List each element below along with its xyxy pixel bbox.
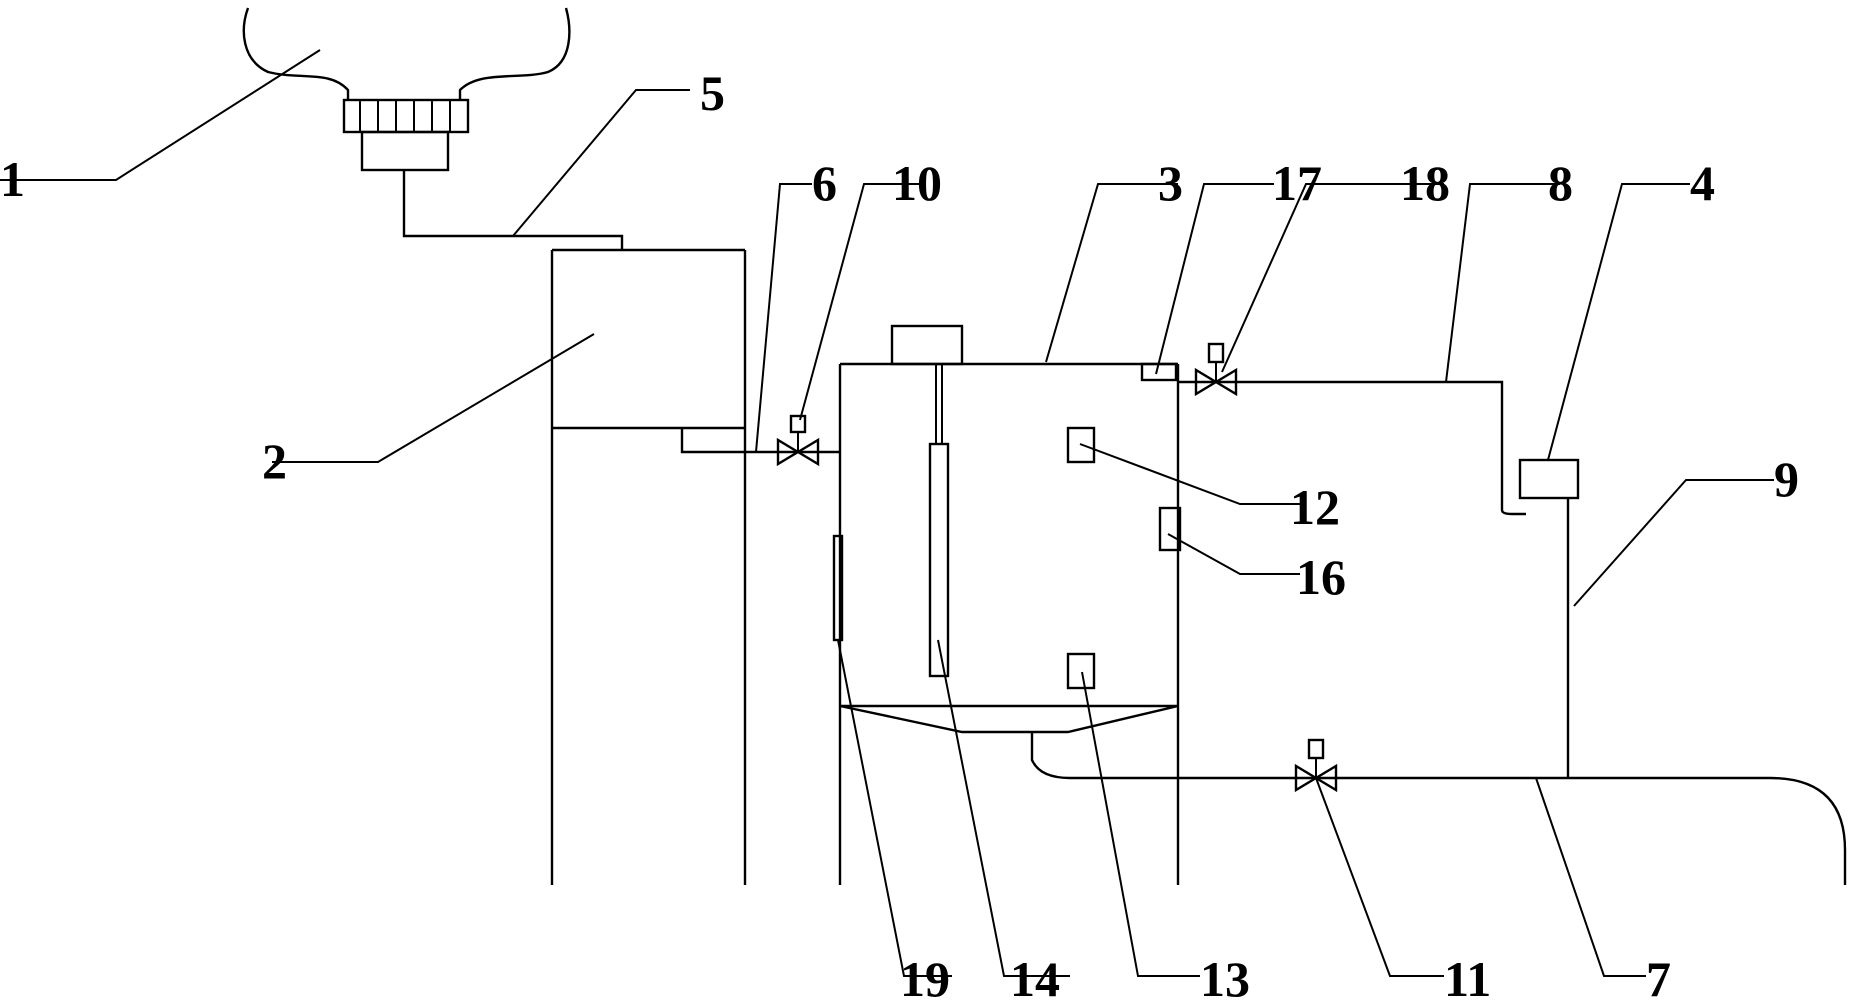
component-2-box: [550, 248, 747, 885]
label-4: 4: [1690, 155, 1715, 211]
component-14-level-rod: [928, 364, 950, 678]
component-16-sensor: [1158, 506, 1182, 552]
label-16: 16: [1296, 549, 1346, 605]
label-1: 1: [0, 151, 25, 207]
component-17-sensor: [1140, 362, 1178, 382]
label-2: 2: [262, 433, 287, 489]
label-17: 17: [1272, 155, 1322, 211]
pipe-5: [402, 170, 624, 250]
component-12-sensor: [1066, 426, 1096, 464]
component-13-sensor: [1066, 652, 1096, 690]
component-4-box: [1518, 458, 1580, 500]
label-18: 18: [1400, 155, 1450, 211]
label-3: 3: [1158, 155, 1183, 211]
label-10: 10: [892, 155, 942, 211]
label-13: 13: [1200, 951, 1250, 1006]
label-9: 9: [1774, 451, 1799, 507]
leader-lines: [0, 49, 1774, 977]
label-7: 7: [1646, 951, 1671, 1006]
component-1-tank: [242, 7, 571, 172]
valve-10: [776, 414, 820, 467]
valve-11: [1294, 738, 1338, 793]
pipe-7: [1130, 776, 1847, 885]
label-14: 14: [1010, 951, 1060, 1006]
label-19: 19: [900, 951, 950, 1006]
label-11: 11: [1444, 951, 1491, 1006]
valve-18: [1194, 342, 1238, 397]
pipe-8: [1178, 380, 1526, 516]
label-6: 6: [812, 155, 837, 211]
label-8: 8: [1548, 155, 1573, 211]
label-12: 12: [1290, 479, 1340, 535]
label-5: 5: [700, 65, 725, 121]
component-3-tank: [838, 324, 1180, 885]
